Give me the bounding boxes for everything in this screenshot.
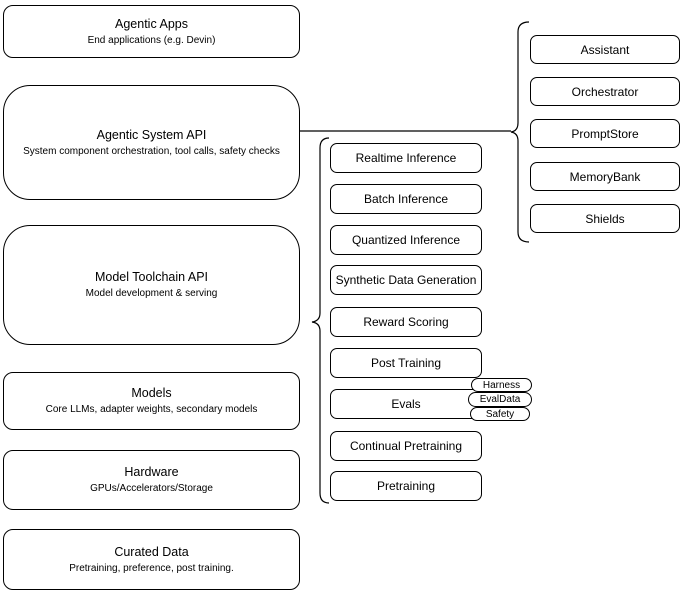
node-title: Agentic Apps (115, 16, 188, 31)
node-label: Realtime Inference (355, 151, 457, 165)
brace-toolchain-services (311, 137, 330, 504)
node-subtitle: System component orchestration, tool cal… (23, 145, 280, 157)
node-label: Pretraining (376, 479, 436, 493)
node-evals: Evals (330, 389, 482, 419)
node-batch-inference: Batch Inference (330, 184, 482, 214)
node-label: Reward Scoring (363, 315, 449, 329)
node-pretraining: Pretraining (330, 471, 482, 501)
node-promptstore: PromptStore (530, 119, 680, 148)
node-realtime-inference: Realtime Inference (330, 143, 482, 173)
node-assistant: Assistant (530, 35, 680, 64)
node-models: Models Core LLMs, adapter weights, secon… (3, 372, 300, 430)
node-label: Orchestrator (571, 84, 639, 99)
node-post-training: Post Training (330, 348, 482, 378)
node-hardware: Hardware GPUs/Accelerators/Storage (3, 450, 300, 510)
node-label: Batch Inference (363, 192, 449, 206)
node-curated-data: Curated Data Pretraining, preference, po… (3, 529, 300, 590)
node-title: Models (131, 386, 172, 400)
node-label: Evals (391, 397, 421, 411)
pill-safety: Safety (470, 407, 530, 421)
node-agentic-apps: Agentic Apps End applications (e.g. Devi… (3, 5, 300, 58)
node-label: Synthetic Data Generation (335, 273, 477, 287)
node-title: Agentic System API (96, 127, 207, 142)
node-subtitle: Core LLMs, adapter weights, secondary mo… (45, 404, 258, 415)
node-title: Model Toolchain API (94, 270, 209, 284)
node-synthetic-data-generation: Synthetic Data Generation (330, 265, 482, 295)
node-label: Quantized Inference (351, 233, 461, 247)
node-title: Curated Data (114, 544, 189, 559)
node-label: Continual Pretraining (349, 439, 463, 453)
node-model-toolchain-api: Model Toolchain API Model development & … (3, 225, 300, 345)
node-memorybank: MemoryBank (530, 162, 680, 191)
node-label: MemoryBank (569, 169, 641, 184)
node-label: Shields (585, 211, 625, 226)
node-reward-scoring: Reward Scoring (330, 307, 482, 337)
node-label: PromptStore (571, 126, 639, 141)
node-label: Post Training (370, 356, 442, 370)
node-subtitle: Model development & serving (85, 288, 218, 299)
node-continual-pretraining: Continual Pretraining (330, 431, 482, 461)
node-shields: Shields (530, 204, 680, 233)
node-subtitle: Pretraining, preference, post training. (69, 562, 234, 574)
node-label: Assistant (580, 42, 630, 57)
pill-evaldata: EvalData (468, 392, 532, 407)
node-subtitle: GPUs/Accelerators/Storage (90, 483, 213, 494)
node-subtitle: End applications (e.g. Devin) (87, 34, 216, 46)
brace-system-components (510, 21, 530, 243)
node-agentic-system-api: Agentic System API System component orch… (3, 85, 300, 200)
pill-harness: Harness (471, 378, 532, 392)
node-orchestrator: Orchestrator (530, 77, 680, 106)
node-quantized-inference: Quantized Inference (330, 225, 482, 255)
node-title: Hardware (124, 465, 179, 479)
